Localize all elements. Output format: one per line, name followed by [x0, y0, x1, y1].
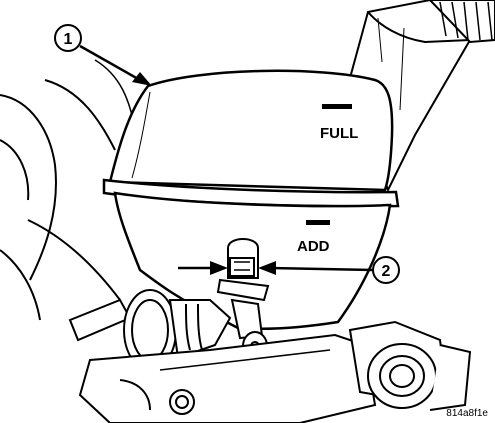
callout-2: 2: [178, 256, 400, 284]
callout-1-arrowhead: [132, 72, 152, 86]
master-cylinder-body: [78, 333, 377, 423]
callout-1: 1: [54, 24, 152, 86]
brake-line-fitting-right: [348, 320, 472, 411]
callout-1-leader: [79, 44, 141, 82]
callout-2-number: 2: [382, 263, 391, 280]
reservoir-upper: [108, 69, 394, 192]
brake-line-fitting-left: [68, 289, 232, 371]
callout-2-arrowhead: [258, 261, 276, 275]
figure-code: 814a8f1e: [446, 408, 488, 419]
callout-2-left-arrowhead: [210, 261, 228, 275]
callout-1-number: 1: [64, 31, 73, 48]
booster-housing: [0, 59, 136, 321]
add-label: ADD: [297, 238, 330, 255]
full-label: FULL: [320, 125, 358, 142]
callout-2-leader: [269, 266, 374, 272]
full-level-mark: [322, 104, 352, 109]
filler-cap: [428, 0, 495, 44]
add-level-mark: [306, 220, 330, 225]
